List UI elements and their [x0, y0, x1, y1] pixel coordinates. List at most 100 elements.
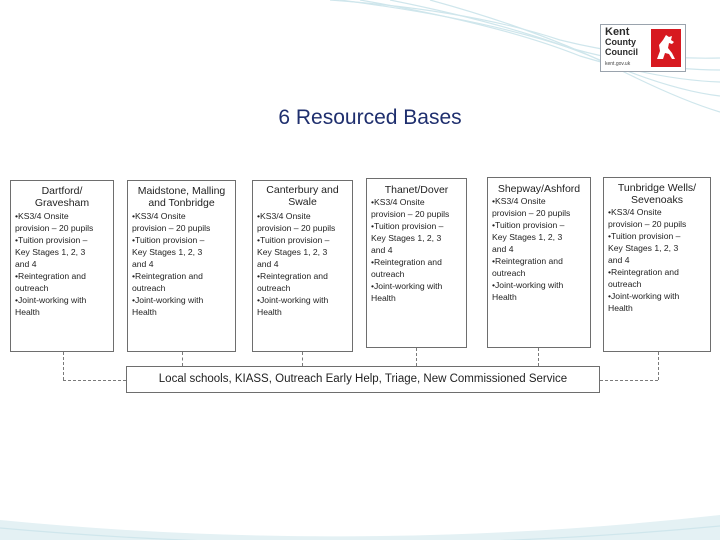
base-name: Shepway/Ashford — [488, 183, 590, 195]
logo-line-2: County — [605, 37, 636, 47]
base-name-line: Thanet/Dover — [384, 184, 449, 196]
base-detail-line: Key Stages 1, 2, 3 — [15, 247, 86, 257]
base-detail-line: outreach — [15, 283, 49, 293]
base-detail-line: Key Stages 1, 2, 3 — [132, 247, 203, 257]
base-detail-line: and 4 — [15, 259, 37, 269]
shared-services-label: Local schools, KIASS, Outreach Early Hel… — [158, 373, 568, 385]
base-detail-line: •Reintegration and — [132, 271, 203, 281]
connector-line — [600, 380, 658, 381]
base-name-line: Shepway/Ashford — [497, 183, 581, 195]
logo-wordmark: Kent County Council kent.gov.uk — [605, 27, 638, 69]
base-detail-line: •Reintegration and — [492, 256, 563, 266]
base-detail-line: •Reintegration and — [608, 267, 679, 277]
connector-line — [182, 352, 183, 366]
base-detail-line: provision – 20 pupils — [492, 208, 571, 218]
base-detail-line: Key Stages 1, 2, 3 — [608, 243, 679, 253]
base-name-line: and Tonbridge — [148, 197, 215, 209]
base-box-canterbury-swale: Canterbury and Swale •KS3/4 Onsite provi… — [252, 180, 353, 352]
base-name-line: Gravesham — [34, 197, 90, 209]
connector-line — [63, 380, 126, 381]
base-detail-line: and 4 — [608, 255, 630, 265]
base-detail-line: •Reintegration and — [15, 271, 86, 281]
base-detail-line: outreach — [257, 283, 291, 293]
base-name-line: Maidstone, Malling — [137, 185, 226, 197]
base-detail-line: Health — [371, 293, 396, 303]
base-detail-line: provision – 20 pupils — [15, 223, 94, 233]
base-detail-line: •Joint-working with — [608, 291, 680, 301]
base-detail-line: and 4 — [492, 244, 514, 254]
base-detail-line: Health — [608, 303, 633, 313]
kent-county-council-logo: Kent County Council kent.gov.uk — [600, 24, 686, 72]
base-description: •KS3/4 Onsite provision – 20 pupils •Tui… — [488, 195, 590, 303]
connector-line — [416, 348, 417, 366]
base-detail-line: •Joint-working with — [257, 295, 329, 305]
base-detail-line: •Joint-working with — [492, 280, 564, 290]
connector-line — [538, 348, 539, 366]
shared-services-box: Local schools, KIASS, Outreach Early Hel… — [126, 366, 600, 393]
base-detail-line: outreach — [132, 283, 166, 293]
base-description: •KS3/4 Onsite provision – 20 pupils •Tui… — [253, 210, 352, 318]
base-detail-line: provision – 20 pupils — [257, 223, 336, 233]
base-name-line: Swale — [288, 196, 317, 208]
base-name-line: Canterbury and — [266, 184, 339, 196]
base-detail-line: Key Stages 1, 2, 3 — [371, 233, 442, 243]
base-box-dartford-gravesham: Dartford/ Gravesham •KS3/4 Onsite provis… — [10, 180, 114, 352]
base-detail-line: •Tuition provision – — [132, 235, 205, 245]
base-description: •KS3/4 Onsite provision – 20 pupils •Tui… — [367, 196, 466, 304]
base-detail-line: •Tuition provision – — [15, 235, 88, 245]
logo-tagline: kent.gov.uk — [605, 61, 631, 67]
base-detail-line: •KS3/4 Onsite — [15, 211, 69, 221]
page-title: 6 Resourced Bases — [278, 106, 462, 129]
base-box-thanet-dover: Thanet/Dover •KS3/4 Onsite provision – 2… — [366, 178, 467, 348]
base-detail-line: outreach — [608, 279, 642, 289]
base-detail-line: •Joint-working with — [15, 295, 87, 305]
base-detail-line: •Tuition provision – — [371, 221, 444, 231]
base-box-shepway-ashford: Shepway/Ashford •KS3/4 Onsite provision … — [487, 177, 591, 348]
connector-line — [658, 352, 659, 380]
base-name: Maidstone, Malling and Tonbridge — [128, 185, 235, 209]
base-name-line: Sevenoaks — [631, 194, 683, 206]
base-detail-line: provision – 20 pupils — [371, 209, 450, 219]
base-name: Canterbury and Swale — [253, 184, 352, 208]
base-name-line: Tunbridge Wells/ — [617, 182, 697, 194]
base-box-maidstone-malling-tonbridge: Maidstone, Malling and Tonbridge •KS3/4 … — [127, 180, 236, 352]
base-detail-line: •Reintegration and — [257, 271, 328, 281]
base-detail-line: Health — [492, 292, 517, 302]
base-detail-line: and 4 — [371, 245, 393, 255]
logo-line-1: Kent — [605, 26, 630, 38]
base-detail-line: •Tuition provision – — [608, 231, 681, 241]
base-detail-line: •Reintegration and — [371, 257, 442, 267]
base-detail-line: •Tuition provision – — [257, 235, 330, 245]
base-detail-line: Health — [257, 307, 282, 317]
base-detail-line: Key Stages 1, 2, 3 — [492, 232, 563, 242]
logo-line-3: Council — [605, 47, 638, 57]
base-detail-line: and 4 — [257, 259, 279, 269]
base-detail-line: •Tuition provision – — [492, 220, 565, 230]
base-detail-line: •KS3/4 Onsite — [257, 211, 311, 221]
base-detail-line: •KS3/4 Onsite — [371, 197, 425, 207]
connector-line — [302, 352, 303, 366]
base-detail-line: outreach — [371, 269, 405, 279]
base-box-tunbridge-wells-sevenoaks: Tunbridge Wells/ Sevenoaks •KS3/4 Onsite… — [603, 177, 711, 352]
base-detail-line: •KS3/4 Onsite — [132, 211, 186, 221]
connector-line — [63, 352, 64, 380]
base-detail-line: •KS3/4 Onsite — [492, 196, 546, 206]
base-description: •KS3/4 Onsite provision – 20 pupils •Tui… — [128, 210, 235, 318]
base-name: Tunbridge Wells/ Sevenoaks — [604, 182, 710, 206]
base-detail-line: and 4 — [132, 259, 154, 269]
base-detail-line: •Joint-working with — [371, 281, 443, 291]
base-detail-line: provision – 20 pupils — [132, 223, 211, 233]
base-detail-line: Key Stages 1, 2, 3 — [257, 247, 328, 257]
base-detail-line: •Joint-working with — [132, 295, 204, 305]
base-name-line: Dartford/ — [41, 185, 83, 197]
base-description: •KS3/4 Onsite provision – 20 pupils •Tui… — [11, 210, 113, 318]
base-detail-line: Health — [15, 307, 40, 317]
base-description: •KS3/4 Onsite provision – 20 pupils •Tui… — [604, 206, 710, 314]
white-horse-icon — [651, 29, 681, 67]
base-detail-line: •KS3/4 Onsite — [608, 207, 662, 217]
base-detail-line: outreach — [492, 268, 526, 278]
base-name: Dartford/ Gravesham — [11, 185, 113, 209]
base-detail-line: Health — [132, 307, 157, 317]
base-detail-line: provision – 20 pupils — [608, 219, 687, 229]
base-name: Thanet/Dover — [367, 184, 466, 196]
